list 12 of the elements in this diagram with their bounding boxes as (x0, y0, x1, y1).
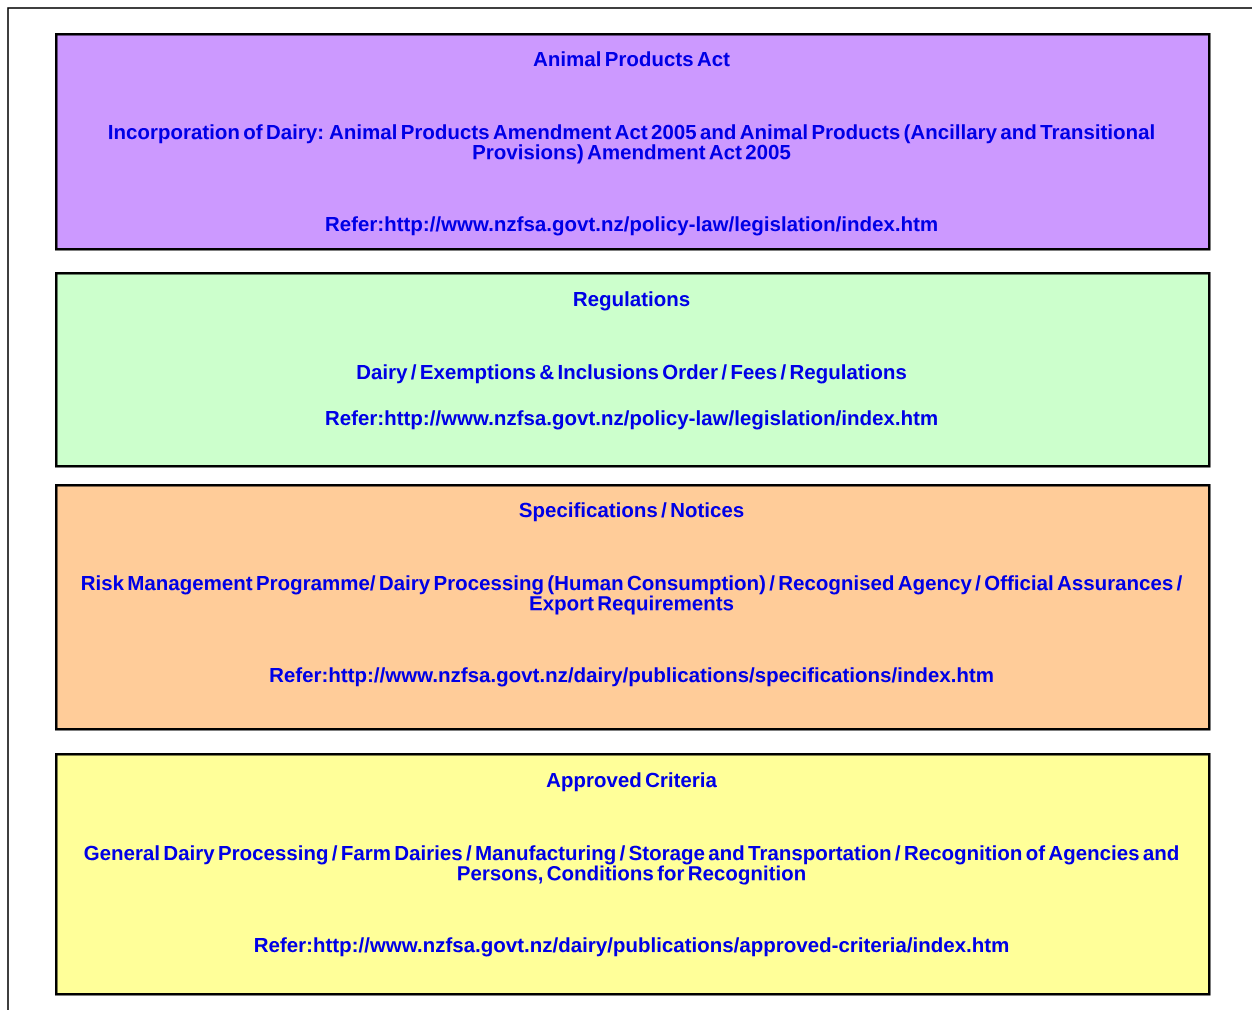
box-body-text: General Dairy Processing / Farm Dairies / Manufacturing / Storage and Transportation / Recognition of Agencies and Persons, Conditions for Recognition (84, 845, 1178, 885)
reference-url: Refer:http://www.nzfsa.govt.nz/policy-law/legislation/index.htm (326, 410, 937, 430)
box-heading: Specifications / Notices (519, 502, 744, 522)
box-body-text: Dairy / Exemptions & Inclusions Order / Fees / Regulations (357, 364, 906, 384)
box-body-text: Incorporation of Dairy: Animal Products Amendment Act 2005 and Animal Products (Ancillary and Transitional Provisions) Amendment Act 2005 (109, 124, 1154, 164)
box-body-text: Risk Management Programme/ Dairy Processing (Human Consumption) / Recognised Agency / Official Assurances / Export Requirements (82, 575, 1183, 615)
box-heading: Regulations (574, 291, 690, 311)
box-heading: Animal Products Act (533, 51, 730, 67)
reference-url: Refer:http://www.nzfsa.govt.nz/dairy/publications/approved-criteria/index.htm (255, 937, 1009, 957)
box-heading: Approved Criteria (546, 772, 717, 792)
reference-url: Refer:http://www.nzfsa.govt.nz/dairy/publications/specifications/index.htm (270, 667, 993, 687)
reference-url: Refer:http://www.nzfsa.govt.nz/policy-law/legislation/index.htm (326, 216, 937, 236)
